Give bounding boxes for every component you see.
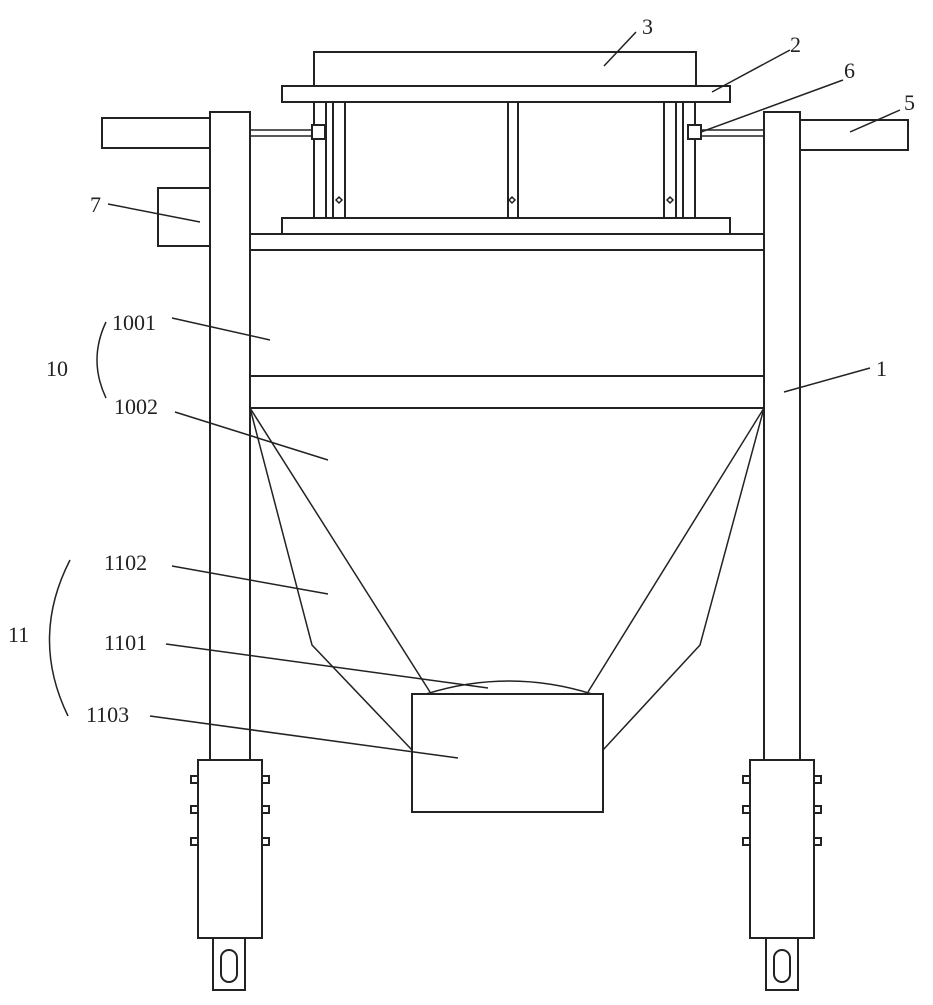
left-slider-block — [311, 124, 326, 140]
right-upright — [763, 111, 801, 763]
label-3: 3 — [642, 14, 653, 39]
upper-box-band — [249, 375, 765, 409]
label-1: 1 — [876, 356, 887, 381]
right-bolt-4 — [813, 775, 822, 784]
brace-10 — [96, 321, 107, 399]
left-bolt-5 — [261, 805, 270, 814]
leader-6 — [700, 79, 844, 133]
base-plate — [281, 217, 731, 235]
leader-1103 — [149, 715, 459, 759]
left-bolt-4 — [261, 775, 270, 784]
label-1103: 1103 — [86, 702, 129, 727]
post-left-inner — [332, 101, 346, 219]
container — [411, 693, 604, 813]
leader-lines — [48, 31, 901, 759]
leader-7 — [107, 203, 201, 223]
upper-box — [249, 249, 765, 409]
left-bolt-2 — [190, 805, 199, 814]
right-rope — [602, 407, 765, 751]
brace-11 — [48, 559, 71, 717]
post-right-outer — [682, 101, 696, 219]
label-5: 5 — [904, 90, 915, 115]
label-2: 2 — [790, 32, 801, 57]
left-wheel-housing — [197, 759, 263, 939]
label-1001: 1001 — [112, 310, 156, 335]
leader-1001 — [171, 317, 271, 341]
leader-1 — [783, 367, 871, 393]
post-left-outer — [313, 101, 327, 219]
post-right-inner — [663, 101, 677, 219]
left-column — [101, 111, 251, 763]
top-assembly — [249, 51, 765, 251]
right-slider-block — [687, 124, 702, 140]
label-10: 10 — [46, 356, 68, 381]
leader-1101 — [165, 643, 489, 689]
leader-1002 — [174, 411, 329, 461]
right-bolt-5 — [813, 805, 822, 814]
right-bolt-6 — [813, 837, 822, 846]
upper-box-body — [249, 249, 765, 377]
funnel-left-line — [249, 407, 431, 693]
right-bolt-1 — [742, 775, 751, 784]
leader-5 — [849, 109, 901, 133]
cable-arc — [425, 680, 593, 695]
left-handle — [101, 117, 213, 149]
label-6: 6 — [844, 58, 855, 83]
top-block — [313, 51, 697, 87]
leader-2 — [711, 49, 791, 93]
left-upright — [209, 111, 251, 763]
funnel-assembly — [249, 407, 765, 813]
label-1102: 1102 — [104, 550, 147, 575]
labels: 3 2 6 5 7 1001 10 1 1002 1102 11 1101 11… — [8, 14, 915, 727]
right-wheel-housing — [749, 759, 815, 939]
left-bolt-6 — [261, 837, 270, 846]
right-bolt-3 — [742, 837, 751, 846]
left-wheel-assembly — [190, 759, 270, 991]
top-plate — [281, 85, 731, 103]
left-bolt-3 — [190, 837, 199, 846]
right-bolt-2 — [742, 805, 751, 814]
right-handle — [797, 119, 909, 151]
right-column — [763, 111, 909, 763]
label-1101: 1101 — [104, 630, 147, 655]
label-1002: 1002 — [114, 394, 158, 419]
leader-3 — [603, 31, 637, 67]
right-wheel-assembly — [742, 759, 822, 991]
label-11: 11 — [8, 622, 29, 647]
left-bolt-1 — [190, 775, 199, 784]
label-7: 7 — [90, 192, 101, 217]
leader-1102 — [171, 565, 329, 595]
post-rivets — [334, 195, 675, 205]
funnel-right-line — [587, 407, 765, 693]
right-wheel — [773, 949, 791, 983]
left-wheel — [220, 949, 238, 983]
cross-beam — [249, 233, 765, 251]
left-rope — [249, 407, 413, 751]
control-box — [157, 187, 211, 247]
